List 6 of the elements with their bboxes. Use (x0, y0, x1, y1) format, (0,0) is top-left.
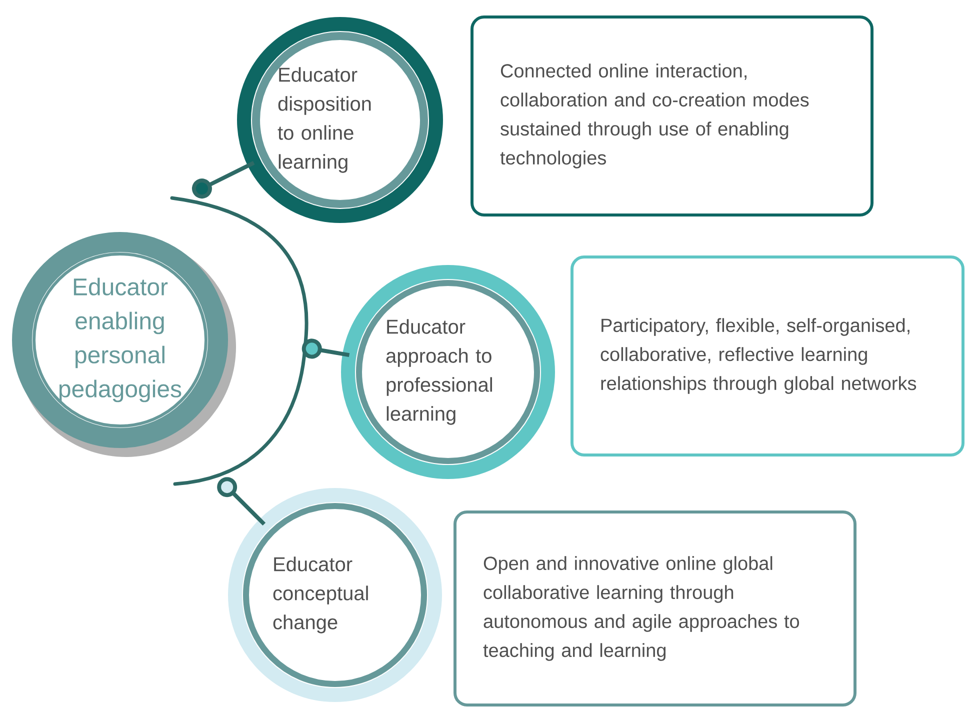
text-box: Open and innovative online global collaborative learning through autonomous and agile approaches to teaching and learning (454, 510, 856, 706)
text-box: Connected online interaction, collaboration and co-creation modes sustained through use of enabling technologies (470, 16, 874, 216)
connector (217, 477, 266, 526)
connector (192, 160, 255, 199)
text-box: Participatory, flexible, self-organised, collaborative, reflective learning relationships through global networks (570, 256, 964, 456)
connector (302, 338, 350, 359)
